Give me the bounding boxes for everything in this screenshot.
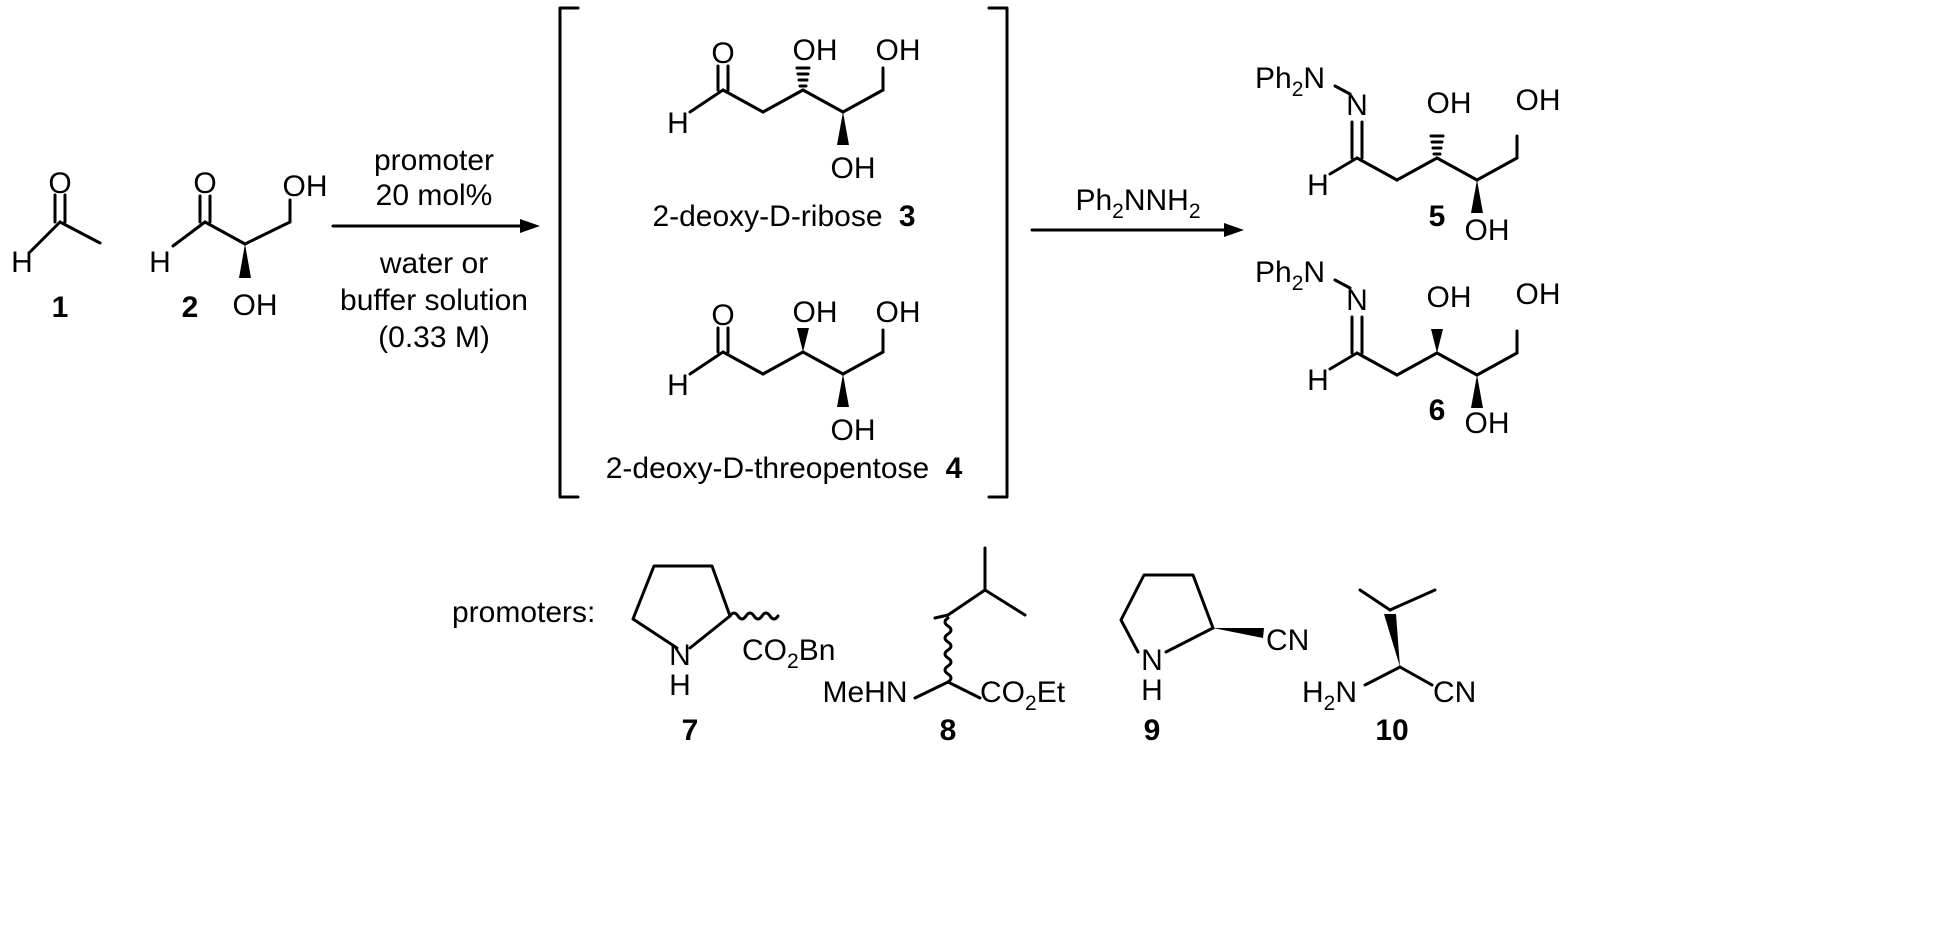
c3-hydroxyl-3: OH (793, 34, 838, 67)
c7-hydrogen: H (669, 669, 691, 702)
compound-10-number: 10 (1375, 714, 1408, 747)
c10-amino: H2N (1302, 676, 1357, 715)
arrow1-condition-below-3: (0.33 M) (378, 321, 490, 354)
c1-hydrogen: H (11, 246, 33, 279)
promoters-label: promoters: (452, 596, 595, 629)
compound-4-label: 2-deoxy-D-threopentose 4 (606, 452, 963, 485)
compound-3-label: 2-deoxy-D-ribose 3 (652, 200, 915, 233)
compound-6-number: 6 (1429, 394, 1446, 427)
arrow1-condition-above-2: 20 mol% (376, 179, 493, 212)
compound-3-number: 3 (899, 200, 916, 233)
c4-hydroxyl-5: OH (876, 296, 921, 329)
compound-8: MeHN CO2Et 8 (822, 546, 1066, 747)
c4-hydroxyl-4: OH (831, 414, 876, 447)
reaction-arrow-2: Ph2NNH2 (1030, 184, 1244, 237)
c4-hydrogen: H (667, 369, 689, 402)
arrow2-reagent: Ph2NNH2 (1075, 184, 1200, 223)
c9-nitrogen: N (1141, 644, 1163, 677)
compound-2-number: 2 (182, 291, 199, 324)
compound-4-number: 4 (946, 452, 963, 485)
compound-1-number: 1 (52, 291, 69, 324)
c8-ester: CO2Et (980, 676, 1066, 715)
c3-hydrogen: H (667, 107, 689, 140)
compound-10: H2N CN 10 (1302, 588, 1476, 747)
c1-oxygen: O (48, 167, 71, 200)
c5-imine-nitrogen: N (1346, 89, 1368, 122)
c5-diphenylamino: Ph2N (1255, 62, 1325, 101)
intermediate-brackets (558, 6, 1009, 499)
c4-hydroxyl-3: OH (793, 296, 838, 329)
arrow1-condition-below-2: buffer solution (340, 284, 528, 317)
c8-methylamino: MeHN (822, 676, 907, 709)
c3-hydroxyl-4: OH (831, 152, 876, 185)
c3-hashed-bond (795, 66, 811, 88)
c4-oxygen: O (711, 299, 734, 332)
compound-6: Ph2N N H OH OH OH 6 (1255, 256, 1561, 440)
compound-5: Ph2N N H OH OH OH 5 (1255, 62, 1561, 247)
c5-hydroxyl-3: OH (1427, 87, 1472, 120)
c2-oxygen: O (193, 167, 216, 200)
c6-imine-nitrogen: N (1346, 284, 1368, 317)
c6-hydroxyl-5: OH (1516, 278, 1561, 311)
c5-hydrogen: H (1307, 169, 1329, 202)
compound-3: O H OH OH OH 2-deoxy-D-ribose 3 (652, 34, 920, 233)
c6-diphenylamino: Ph2N (1255, 256, 1325, 295)
reaction-arrow-1: promoter 20 mol% water or buffer solutio… (331, 144, 540, 354)
c2-hydroxyl-primary: OH (283, 170, 328, 203)
c5-hydroxyl-4: OH (1465, 214, 1510, 247)
compound-9: N H CN 9 (1119, 573, 1309, 747)
arrow1-condition-below-1: water or (379, 247, 488, 280)
c2-hydroxyl-secondary: OH (233, 289, 278, 322)
c6-hydroxyl-4: OH (1465, 407, 1510, 440)
c7-nitrogen: N (669, 639, 691, 672)
compound-5-number: 5 (1429, 200, 1446, 233)
c9-hydrogen: H (1141, 674, 1163, 707)
compound-7: N H CO2Bn 7 (631, 564, 835, 747)
compound-7-number: 7 (682, 714, 699, 747)
c7-ester: CO2Bn (742, 634, 835, 673)
c6-hydroxyl-3: OH (1427, 281, 1472, 314)
compound-1: O H 1 (11, 167, 102, 324)
compound-4-name: 2-deoxy-D-threopentose (606, 452, 930, 485)
compound-9-number: 9 (1144, 714, 1161, 747)
c5-hashed-bond (1429, 134, 1445, 156)
c2-hydrogen: H (149, 246, 171, 279)
compound-8-number: 8 (940, 714, 957, 747)
compound-4: O H OH OH OH 2-deoxy-D-threopentose 4 (606, 296, 963, 485)
c3-oxygen: O (711, 37, 734, 70)
c9-nitrile: CN (1266, 624, 1309, 657)
compound-3-name: 2-deoxy-D-ribose (652, 200, 882, 233)
c3-hydroxyl-5: OH (876, 34, 921, 67)
c5-hydroxyl-5: OH (1516, 84, 1561, 117)
arrow1-condition-above-1: promoter (374, 144, 494, 177)
c10-nitrile: CN (1433, 676, 1476, 709)
c6-hydrogen: H (1307, 364, 1329, 397)
compound-2: O H OH OH 2 (149, 167, 327, 324)
